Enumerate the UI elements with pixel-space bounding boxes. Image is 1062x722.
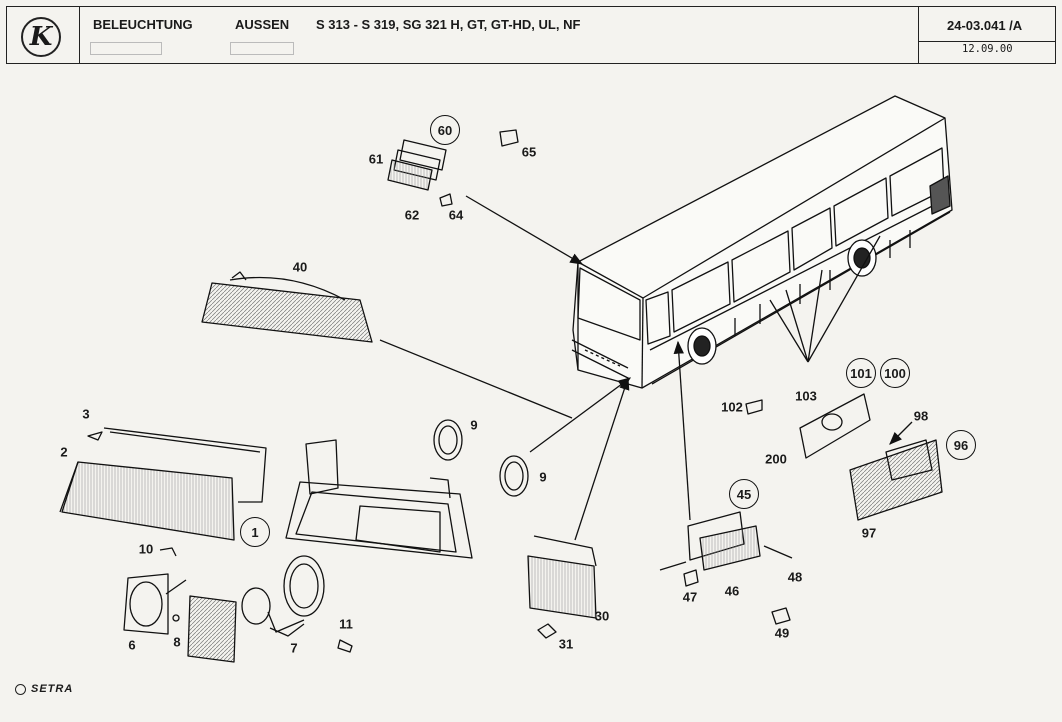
- label-65: 65: [521, 144, 537, 160]
- label-2: 2: [60, 444, 68, 460]
- label-8: 8: [173, 634, 181, 650]
- footer-brand: SETRA: [31, 683, 74, 695]
- label-64: 64: [448, 207, 464, 223]
- part-30-fog-lamp: [527, 535, 597, 639]
- callout-60: 60: [430, 115, 460, 145]
- document-number: 24-03.041 /A: [947, 18, 1023, 33]
- setra-logo-icon: [15, 684, 26, 695]
- label-30: 30: [594, 608, 610, 624]
- headlight-assembly: [59, 419, 529, 663]
- label-10: 10: [138, 541, 154, 557]
- part-40-light: [201, 271, 373, 343]
- label-61: 61: [368, 151, 384, 167]
- title-block: K: [6, 6, 1056, 64]
- faint-field-box: [230, 42, 294, 55]
- document-date: 12.09.00: [962, 43, 1013, 55]
- part-45-side-lamp: [659, 511, 793, 625]
- label-31: 31: [558, 636, 574, 652]
- callout-45: 45: [729, 479, 759, 509]
- brand-logo: K: [21, 17, 61, 57]
- page-title: BELEUCHTUNG: [93, 17, 193, 32]
- callout-1: 1: [240, 517, 270, 547]
- label-6: 6: [128, 637, 136, 653]
- label-49: 49: [774, 625, 790, 641]
- label-98: 98: [913, 408, 929, 424]
- label-102: 102: [721, 399, 743, 415]
- label-103: 103: [795, 388, 817, 404]
- callout-96: 96: [946, 430, 976, 460]
- label-48: 48: [787, 569, 803, 585]
- doc-number-cell: [918, 7, 1055, 63]
- label-40: 40: [292, 259, 308, 275]
- callout-101: 101: [846, 358, 876, 388]
- bus-body: [571, 95, 953, 389]
- label-47: 47: [682, 589, 698, 605]
- doc-number-divider: [919, 41, 1055, 42]
- label-46: 46: [724, 583, 740, 599]
- model-list: S 313 - S 319, SG 321 H, GT, GT-HD, UL, …: [316, 17, 581, 32]
- leader-lines: [165, 195, 913, 637]
- logo-cell: K: [7, 7, 80, 63]
- part-100-marker-lamp: [745, 393, 871, 459]
- label-11: 11: [339, 616, 353, 632]
- label-7: 7: [290, 640, 298, 656]
- label-62: 62: [404, 207, 420, 223]
- label-97: 97: [861, 525, 877, 541]
- faint-field-box: [90, 42, 162, 55]
- label-200: 200: [765, 451, 787, 467]
- label-3: 3: [82, 406, 90, 422]
- callout-100: 100: [880, 358, 910, 388]
- page-subtitle: AUSSEN: [235, 17, 290, 32]
- label-9-upper: 9: [470, 417, 478, 433]
- part-60-lamp-set: [387, 129, 519, 207]
- label-9-lower: 9: [539, 469, 547, 485]
- part-96-end-lamp: [849, 439, 943, 521]
